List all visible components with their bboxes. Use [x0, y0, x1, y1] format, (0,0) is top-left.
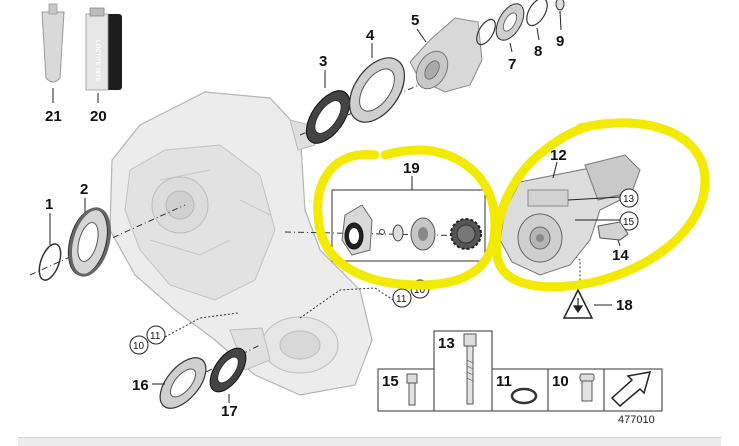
bolt-15-icon: [406, 373, 418, 406]
part-label-2: 2: [80, 181, 88, 198]
part-label-5: 5: [411, 12, 419, 29]
o-ring-1: [38, 243, 62, 281]
part-label-21: 21: [45, 108, 62, 125]
output-flange-5: [409, 17, 483, 93]
radial-seal-17: [209, 347, 247, 393]
part-label-1: 1: [45, 196, 53, 213]
part-label-9: 9: [556, 33, 564, 50]
part-label-7: 7: [508, 56, 516, 73]
part-label-12: 12: [550, 147, 567, 164]
parts-legend-grid: [377, 330, 663, 412]
kit-parts-19: [341, 204, 482, 256]
sealant-tube-20: LOCTITE 5970: [85, 7, 122, 91]
callout-circle-11-right: [392, 288, 412, 308]
shaft-seal-2: [67, 207, 111, 277]
part-label-8: 8: [534, 43, 542, 60]
washer-7: [495, 3, 525, 41]
o-ring-top: [476, 18, 496, 46]
transfer-case-housing: [109, 91, 373, 396]
part-label-20: 20: [90, 108, 107, 125]
plug-10-icon: [579, 373, 595, 402]
bottom-strip: [18, 437, 721, 446]
part-label-4: 4: [366, 27, 375, 44]
callout-circle-13: [619, 188, 639, 208]
part-label-16: 16: [132, 377, 149, 394]
o-ring-8: [526, 0, 548, 27]
bolt-13-icon: [463, 333, 477, 405]
part-label-15: 15: [623, 217, 635, 228]
legend-label-15: 15: [382, 373, 399, 390]
part-label-10-left: 10: [133, 341, 145, 352]
part-label-11-left: 11: [150, 331, 161, 342]
part-label-19: 19: [403, 160, 420, 177]
part-label-3: 3: [319, 53, 327, 70]
callout-circle-11-left: [146, 325, 166, 345]
part-label-17: 17: [221, 403, 238, 420]
highlight-circle-right: [491, 118, 710, 292]
kit-box-19: [331, 189, 486, 262]
part-label-10-right: 10: [414, 285, 426, 296]
seal-ring-16: [159, 357, 207, 409]
warning-triangle-icon: [562, 288, 594, 319]
radial-seal-3: [305, 90, 351, 144]
tube-label: LOCTITE 5970: [94, 40, 100, 81]
actuator-motor-12: [499, 154, 641, 276]
seal-ring-4: [348, 57, 406, 123]
bracket-14: [597, 221, 629, 241]
o-ring-11-icon: [510, 387, 538, 405]
sealant-tube-21: [41, 3, 65, 83]
arrow-icon: [610, 371, 652, 408]
nut-9: [555, 0, 565, 11]
diagram-id: 477010: [618, 414, 655, 426]
highlight-circle-left: [313, 145, 500, 290]
legend-label-13: 13: [438, 335, 455, 352]
part-label-13: 13: [623, 194, 635, 205]
part-label-18: 18: [616, 297, 633, 314]
callout-circle-10-left: [129, 335, 149, 355]
callout-circle-15: [619, 211, 639, 231]
legend-label-11: 11: [496, 373, 512, 390]
part-label-14: 14: [612, 247, 629, 264]
legend-label-10: 10: [552, 373, 569, 390]
part-label-11-right: 11: [396, 294, 407, 305]
